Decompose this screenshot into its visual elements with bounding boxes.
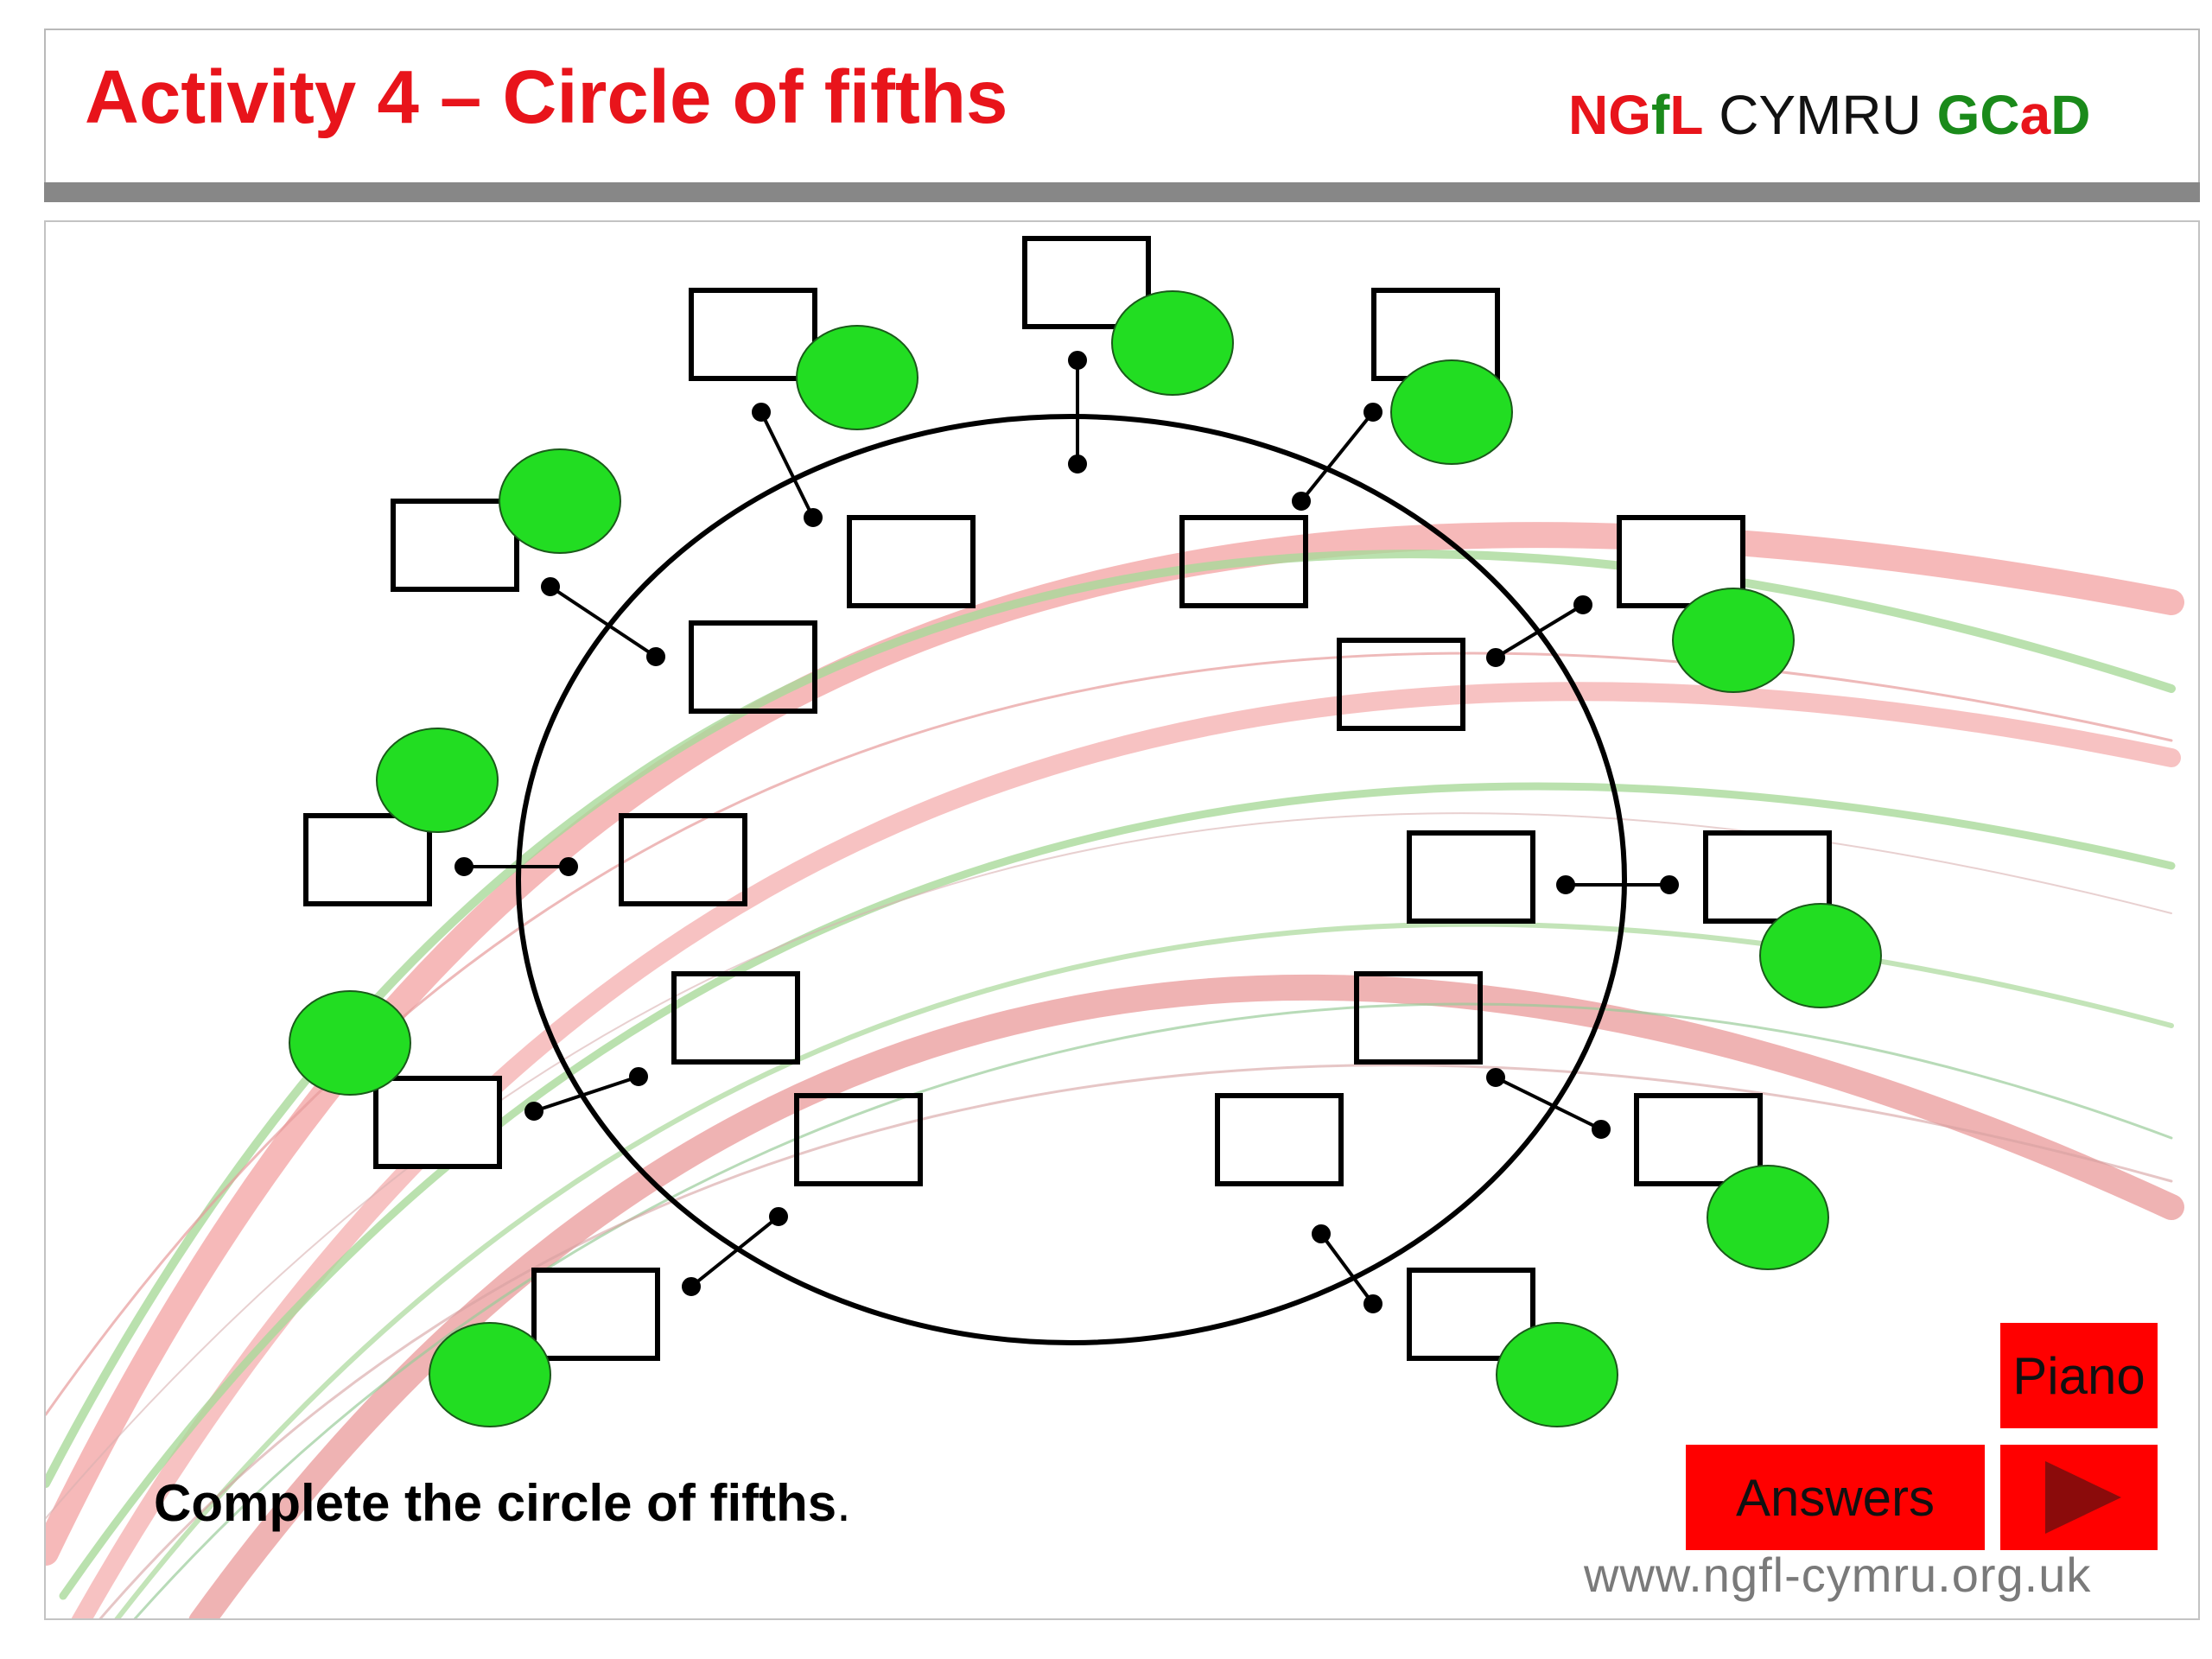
green-circle-marker[interactable] [796,325,918,430]
outer-answer-box-8[interactable] [373,1076,502,1169]
green-circle-marker[interactable] [429,1322,551,1427]
circle-outline [516,414,1627,1345]
connectors [454,351,1679,1313]
inner-answer-box-7[interactable] [794,1093,923,1186]
inner-answer-box-4[interactable] [1407,830,1535,924]
play-icon [2045,1461,2121,1534]
green-circle-marker[interactable] [1707,1165,1829,1270]
green-circle-marker[interactable] [1759,903,1882,1008]
ngfl-cymru-logo: NGfL CYMRU GCaD [1568,84,2091,146]
inner-answer-box-2[interactable] [1179,515,1308,608]
inner-answer-box-10[interactable] [689,620,817,714]
site-url: www.ngfl-cymru.org.uk [1584,1548,2092,1602]
header [44,29,2200,182]
instruction-text: Complete the circle of fifths. [154,1474,851,1532]
inner-answer-box-3[interactable] [1337,638,1465,731]
outer-answer-box-9[interactable] [303,813,432,906]
piano-button[interactable]: Piano [2000,1323,2158,1428]
green-circle-marker[interactable] [1672,588,1795,693]
inner-answer-box-6[interactable] [1215,1093,1344,1186]
green-circle-marker[interactable] [1111,290,1234,396]
inner-answer-box-5[interactable] [1354,971,1483,1065]
outer-answer-box-7[interactable] [531,1268,660,1361]
page-title: Activity 4 – Circle of fifths [85,55,1008,139]
inner-answer-box-9[interactable] [619,813,747,906]
inner-answer-box-8[interactable] [671,971,800,1065]
header-divider [44,182,2200,202]
outer-answer-box-11[interactable] [689,288,817,381]
outer-answer-box-10[interactable] [391,499,519,592]
green-circle-marker[interactable] [1496,1322,1618,1427]
outer-answer-box-3[interactable] [1617,515,1745,608]
inner-answer-box-1[interactable] [847,515,976,608]
next-button[interactable] [2000,1445,2158,1550]
green-circle-marker[interactable] [1390,359,1513,465]
answers-button[interactable]: Answers [1686,1445,1985,1550]
green-circle-marker[interactable] [376,728,499,833]
outer-answer-box-5[interactable] [1634,1093,1763,1186]
green-circle-marker[interactable] [499,448,621,554]
green-circle-marker[interactable] [289,990,411,1096]
